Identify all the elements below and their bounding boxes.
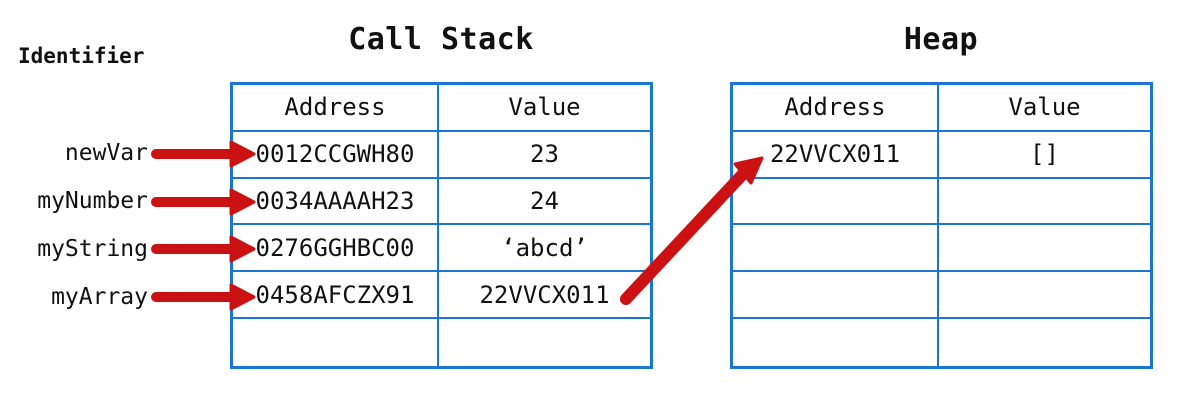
call-stack-address-cell: 0034AAAAH23 bbox=[233, 178, 439, 226]
heap-value-cell: [] bbox=[939, 132, 1150, 179]
identifier-myarray: myArray bbox=[51, 284, 148, 310]
heap-value-cell-empty bbox=[939, 272, 1150, 320]
identifier-newvar: newVar bbox=[64, 140, 148, 166]
heap-title: Heap bbox=[903, 22, 979, 57]
call-stack-value-cell: 22VVCX011 bbox=[439, 272, 650, 320]
heap-header-address: Address bbox=[733, 85, 939, 132]
call-stack-value-cell: ‘abcd’ bbox=[439, 225, 650, 273]
call-stack-value-cell-empty bbox=[439, 319, 650, 366]
identifier-mynumber: myNumber bbox=[37, 188, 148, 214]
identifier-column-label: Identifier bbox=[18, 44, 145, 68]
heap-value-cell-empty bbox=[939, 179, 1150, 226]
call-stack-title: Call Stack bbox=[348, 22, 534, 57]
call-stack-address-cell: 0458AFCZX91 bbox=[233, 272, 439, 320]
heap-address-cell-empty bbox=[733, 272, 939, 320]
heap-value-cell-empty bbox=[939, 319, 1150, 366]
heap-address-cell-empty bbox=[733, 225, 939, 273]
heap-address-cell-empty bbox=[733, 319, 939, 366]
heap-value-cell-empty bbox=[939, 225, 1150, 273]
heap-table: Address Value 22VVCX011 [] bbox=[730, 82, 1153, 369]
call-stack-header-value: Value bbox=[439, 85, 650, 132]
heap-header-value: Value bbox=[939, 85, 1150, 132]
call-stack-header-address: Address bbox=[233, 85, 439, 132]
call-stack-value-cell: 23 bbox=[439, 132, 650, 179]
call-stack-address-cell-empty bbox=[233, 319, 439, 366]
call-stack-address-cell: 0276GGHBC00 bbox=[233, 225, 439, 273]
call-stack-table: Address Value 0012CCGWH80 23 0034AAAAH23… bbox=[230, 82, 653, 369]
call-stack-value-cell: 24 bbox=[439, 179, 650, 226]
heap-address-cell-empty bbox=[733, 178, 939, 226]
identifier-mystring: myString bbox=[37, 236, 148, 262]
heap-address-cell: 22VVCX011 bbox=[733, 131, 939, 179]
call-stack-address-cell: 0012CCGWH80 bbox=[233, 131, 439, 179]
